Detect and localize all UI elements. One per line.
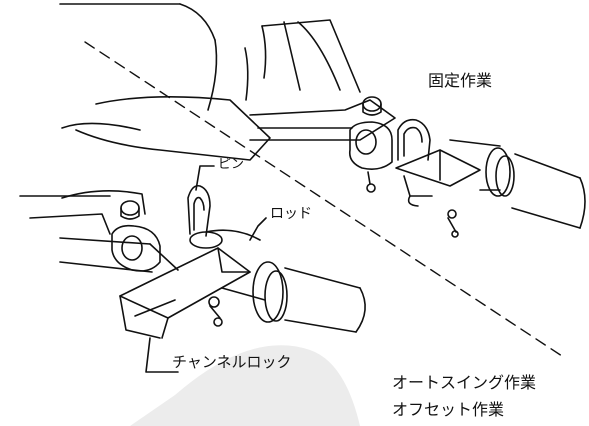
lower-bracket: [111, 200, 161, 272]
label-auto-swing-sagyou: オートスイング作業: [392, 373, 537, 392]
upper-bracket: [348, 96, 393, 193]
upper-channel: [395, 149, 481, 238]
lower-frame: [19, 122, 179, 273]
leader-channel-lock: [145, 337, 179, 373]
upper-rod: [449, 139, 586, 229]
upper-lock-pin: [397, 118, 431, 161]
label-offset-sagyou: オフセット作業: [392, 400, 505, 419]
label-rod: ロッド: [270, 206, 312, 222]
leader-rod: [249, 217, 267, 241]
dashed-divider-line: [84, 41, 566, 359]
leader-pin: [195, 165, 215, 191]
upper-frame: [59, 3, 396, 161]
lower-channel: [119, 247, 251, 339]
lower-rod: [205, 229, 366, 333]
watermark-shape: [130, 345, 360, 426]
label-channel-lock: チャンネルロック: [172, 353, 292, 371]
lower-lock-pin: [187, 184, 223, 249]
label-kotei-sagyou: 固定作業: [428, 71, 493, 90]
label-pin: ピン: [218, 157, 245, 172]
